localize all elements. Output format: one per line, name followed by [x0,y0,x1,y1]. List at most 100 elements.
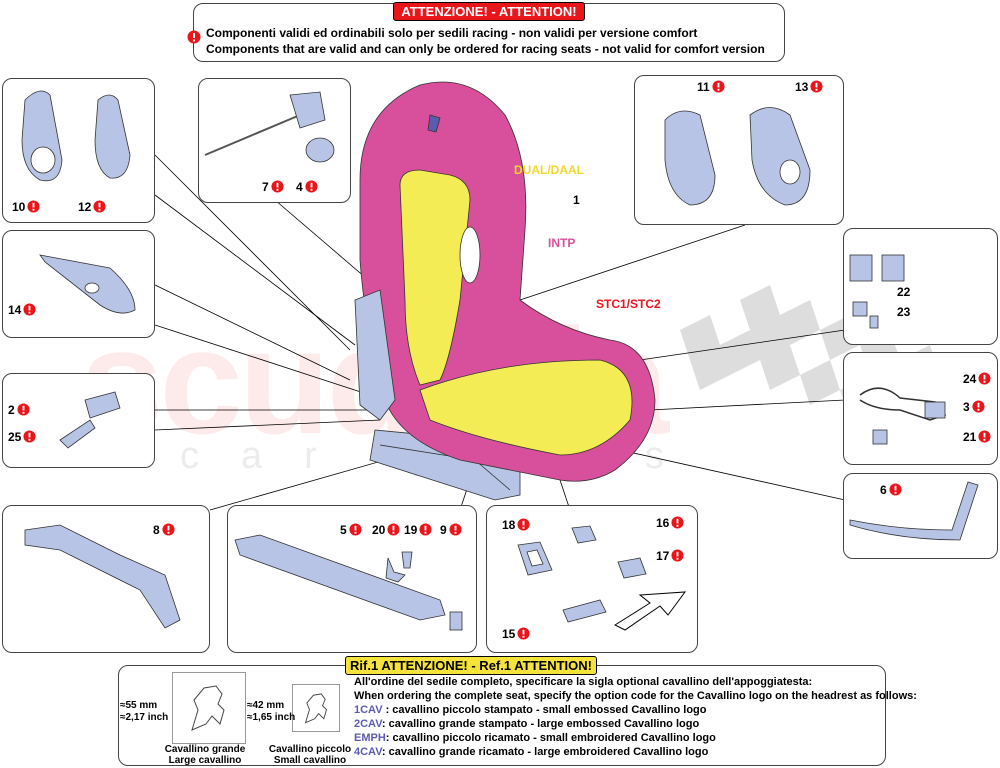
part-number: 2 [8,403,15,417]
ref-line-it: All'ordine del sedile completo, specific… [354,676,813,688]
ref-code-1: 1CAV : cavallino piccolo stampato - smal… [354,704,707,716]
part-label-8: 8 [153,523,175,539]
reference-header: Rif.1 ATTENZIONE! - Ref.1 ATTENTION! [345,656,597,675]
label-stc: STC1/STC2 [596,297,661,311]
small-cavallino-logo-icon [304,693,327,724]
ref-code-2: 2CAV: cavallino grande stampato - large … [354,718,700,730]
warning-icon [889,483,902,499]
warning-icon [187,30,201,44]
part-number: 5 [340,523,347,537]
warning-icon [419,523,432,539]
part-label-21: 21 [963,430,991,446]
warning-header: ATTENZIONE! - ATTENTION! [393,2,585,21]
part-label-4: 4 [296,180,318,196]
small-dim-in: ≈1,65 inch [247,712,296,723]
warning-icon [23,430,36,446]
large-caption-en: Large cavallino [168,755,242,766]
part-label-6: 6 [880,483,902,499]
warning-icon [671,516,684,532]
part-label-24: 24 [963,372,991,388]
part-number: 24 [963,372,977,386]
warning-icon [17,403,30,419]
seat-main-drawing [354,81,656,501]
large-cavallino-logo-icon [191,685,225,731]
part-label-3: 3 [963,400,985,416]
part-number: 22 [897,285,911,299]
warning-icon [712,80,725,96]
part-number: 21 [963,430,977,444]
part-number: 23 [897,305,911,319]
part-number: 15 [502,627,516,641]
warning-icon [810,80,823,96]
part-label-12: 12 [78,200,106,216]
warning-icon [978,372,991,388]
part-number: 9 [440,523,447,537]
part-label-22: 22 [897,285,910,299]
warning-icon [27,200,40,216]
part-label-9: 9 [440,523,462,539]
part-number: 19 [404,523,418,537]
part-number: 4 [296,180,303,194]
part-number: 17 [656,549,670,563]
part-label-19: 19 [404,523,432,539]
warning-icon [449,523,462,539]
part-label-11: 11 [697,80,725,96]
part-number: 12 [78,200,92,214]
warning-icon [305,180,318,196]
small-caption-it: Cavallino piccolo [268,744,352,755]
part-label-16: 16 [656,516,684,532]
direction-arrow [613,591,687,631]
box-parts-24-3-21 [843,352,998,465]
part-label-18: 18 [502,518,530,534]
warning-icon [517,518,530,534]
part-number: 7 [262,180,269,194]
warning-icon [387,523,400,539]
part-number: 3 [963,400,970,414]
warning-icon [93,200,106,216]
part-label-13: 13 [795,80,823,96]
warning-icon [162,523,175,539]
ref-code-4: 4CAV: cavallino grande ricamato - large … [354,746,709,758]
part-number: 11 [697,80,710,94]
warning-icon [671,549,684,565]
box-parts-22-23 [843,228,998,345]
warning-icon [349,523,362,539]
part-number: 20 [372,523,386,537]
large-dim-mm: ≈55 mm [120,700,158,711]
part-number: 16 [656,516,670,530]
ref-line-en: When ordering the complete seat, specify… [354,690,917,702]
part-number: 10 [12,200,26,214]
part-label-7: 7 [262,180,284,196]
part-label-23: 23 [897,305,910,319]
part-label-14: 14 [8,303,36,319]
large-cavallino-frame [172,672,246,744]
part-number: 18 [502,518,516,532]
part-label-10: 10 [12,200,40,216]
large-dim-in: ≈2,17 inch [120,712,169,723]
label-1: 1 [573,193,580,207]
part-number: 13 [795,80,809,94]
warning-icon [972,400,985,416]
part-number: 6 [880,483,887,497]
part-label-25: 25 [8,430,36,446]
warning-icon [271,180,284,196]
part-label-5: 5 [340,523,362,539]
part-number: 8 [153,523,160,537]
warning-text-en: Components that are valid and can only b… [206,42,765,56]
warning-icon [23,303,36,319]
warning-text-it: Componenti validi ed ordinabili solo per… [206,26,698,40]
small-cavallino-frame [292,684,340,732]
part-number: 25 [8,430,22,444]
part-label-15: 15 [502,627,530,643]
box-parts-2-25 [2,373,155,468]
part-number: 14 [8,303,22,317]
warning-icon [517,627,530,643]
part-label-20: 20 [372,523,400,539]
label-dual-daal: DUAL/DAAL [514,163,584,177]
ref-code-3: EMPH: cavallino piccolo ricamato - small… [354,732,716,744]
small-dim-mm: ≈42 mm [247,700,285,711]
part-label-2: 2 [8,403,30,419]
label-intp: INTP [548,236,576,250]
